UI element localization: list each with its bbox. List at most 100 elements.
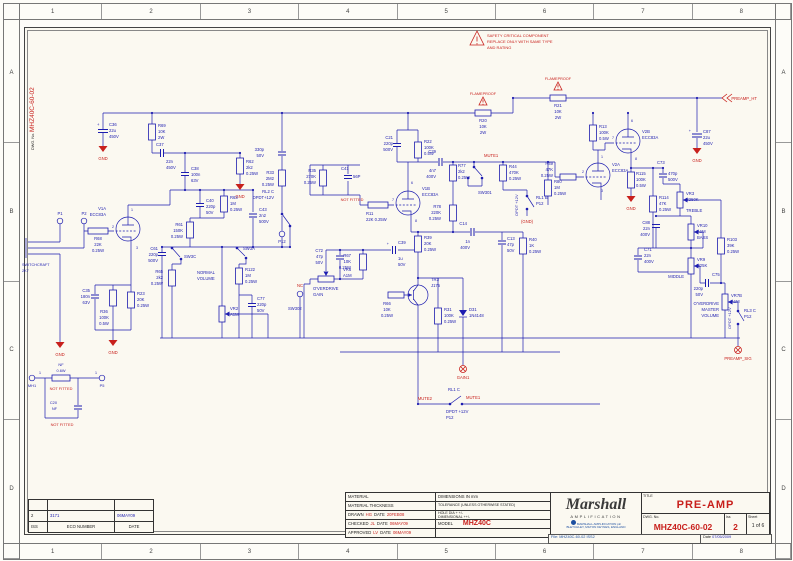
component-label: A1M [697,229,706,234]
component-label: C77 [257,296,265,301]
component-label: 56P [353,174,361,179]
drawn-label: DRAWN [348,511,364,517]
component-label: 100K [99,315,109,320]
component-label: MUTE1 [484,153,499,158]
component-label: 150K [173,228,183,233]
component-label: 0.25W [304,180,316,185]
frame-row-label: A [4,4,19,143]
checked-date-label: DATE [376,520,388,526]
component-label: R122 [245,267,256,272]
component-label: NOT FITTED [51,422,74,427]
component-label: 2W [480,130,486,135]
capacitor-plates [74,129,709,410]
component-label: SAFETY CRITICAL COMPONENT [487,33,549,38]
component-label: 22K [94,242,102,247]
frame-row-label: D [4,420,19,559]
iss-label: Iss [726,515,731,519]
dwg-no-label: DWG. No. [643,515,660,519]
eco-number-header: ECO NUMBER [48,522,115,532]
component-label: 470K [509,170,519,175]
component-label: R20 [479,118,487,123]
component-label: 180n [81,294,91,299]
component-label: R35 [308,168,316,173]
thickness-label: MATERIAL THICKNESS [346,502,436,510]
component-label: 1K [529,243,534,248]
component-label: 50V [507,248,515,253]
material-table: MATERIAL DIMENSIONS IN mm MATERIAL THICK… [345,492,552,538]
approved-label: APPROVED [348,529,372,535]
component-label: 6 [411,181,413,185]
eco-date-header: DATE [128,523,140,529]
pin-connectors [28,217,304,382]
component-label: C20 [50,400,58,405]
component-label: 1M [230,201,236,206]
component-label: NOT FITTED [50,386,73,391]
component-label: ECC83A [642,135,658,140]
component-label: P12 [278,239,286,244]
component-label: P1 [57,211,63,216]
frame-col-label: 2 [102,4,201,19]
component-label: NF [52,406,58,411]
component-label: C73 [657,160,665,165]
approved-date-value: 06MAY09 [392,529,412,535]
component-label: VOLUME [197,276,215,281]
component-label: 0.6W [56,368,65,373]
frame-row-label: C [776,282,791,421]
component-label: MASTER [702,307,719,312]
component-label: 22n [166,159,174,164]
frame-row-label: A [776,4,791,143]
component-label: R114 [659,195,669,200]
component-label: P12 [536,201,544,206]
date-value: 07/05/2009 [712,535,732,539]
component-label: SW302 [288,306,302,311]
component-label: 1 [601,155,603,159]
component-label: J175 [431,283,441,288]
component-label: 2k2 [156,275,163,280]
sheet-label: Sheet [748,515,758,519]
component-label: 220K [431,210,441,215]
component-label: BASS [697,235,708,240]
component-label: 1u [398,256,403,261]
component-label: R62 [246,159,254,164]
component-label: NC [297,283,303,288]
checked-date-value: 06MAY09 [389,520,408,526]
checked-value: JL [370,520,375,526]
frame-col-label: 8 [693,4,791,19]
material-label: MATERIAL [346,493,436,501]
component-label: R77 [458,163,466,168]
component-label: R65 [155,269,163,274]
component-label: 0.25W [444,319,456,324]
component-label: 220p [694,286,704,291]
component-label: 63V [191,178,199,183]
frame-col-label: 5 [398,544,496,559]
resistors [51,94,725,382]
component-label: TREBLE [686,208,702,213]
component-label: 220p [384,141,394,146]
component-label: MUTE2 [418,396,433,401]
component-label: 0.25W [245,279,257,284]
date-label: Date [703,535,712,539]
approved-date-label: DATE [380,529,391,535]
component-label: R39 [424,235,432,240]
component-label: P12 [744,314,752,319]
component-label: A1M [731,299,740,304]
drawn-date-label: DATE [373,511,385,517]
logo-address-1: MARSHALL AMPLIFICATION plc [576,521,622,526]
component-label: NF [58,362,64,367]
component-label: SWITCHCRAFT [22,263,50,267]
component-label: 2M2 [266,176,275,181]
component-label: ECC83A [612,168,628,173]
component-label: VR7B [731,293,742,298]
component-label: DPDT +12V [514,194,519,216]
component-label: 220p [257,302,267,307]
component-label: 2W [555,115,561,120]
component-label: C14 [459,221,467,226]
component-label: 1n [465,239,470,244]
component-label: 500V [148,258,158,263]
frame-col-label: 3 [201,544,300,559]
frame-col-label: 7 [594,4,693,19]
component-label: 20K [137,297,145,302]
component-label: 50V [257,308,265,313]
